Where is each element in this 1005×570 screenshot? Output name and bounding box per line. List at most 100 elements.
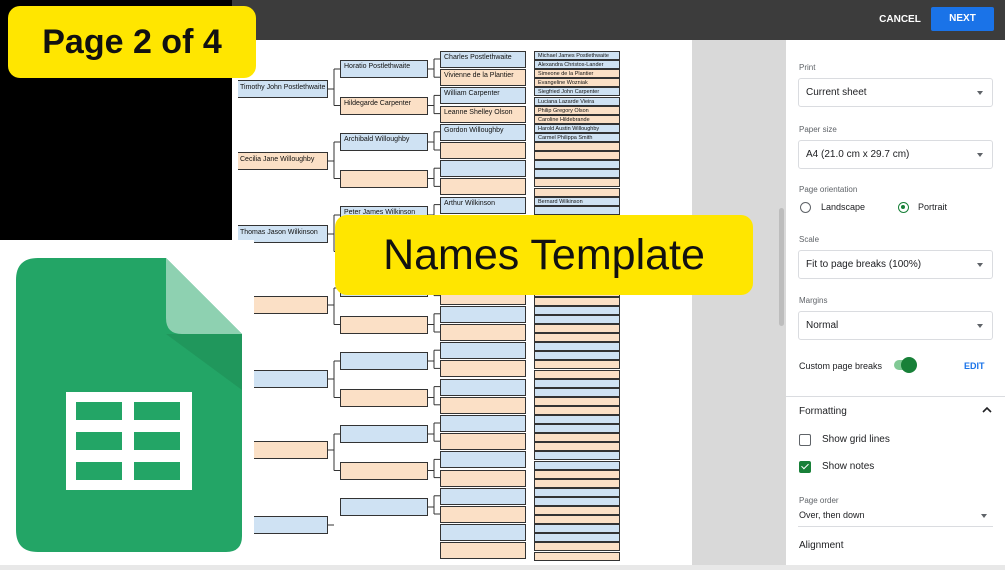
gen4-name-cell: Carmel Philippa Smith [534,132,620,142]
preview-scrollbar[interactable] [779,208,784,326]
gen3-name-cell [440,342,526,360]
gen4-name-cell [534,424,620,434]
gen3-name-cell [440,433,526,451]
paper-size-value: A4 (21.0 cm x 29.7 cm) [806,149,910,160]
gen4-name-cell [534,369,620,379]
alignment-section-header[interactable]: Alignment [799,540,844,551]
page-count-badge: Page 2 of 4 [8,6,256,78]
landscape-label[interactable]: Landscape [821,202,866,212]
gen4-name-cell: Michael James Postlethwaite [534,51,620,60]
show-grid-lines-checkbox[interactable] [799,434,811,446]
gen1-name-cell: Timothy John Postlethwaite [238,80,328,98]
dropdown-caret-icon [977,91,983,95]
gen4-name-cell [534,442,620,452]
print-label: Print [799,63,816,72]
gen4-name-cell [534,506,620,515]
gen3-name-cell [440,396,526,414]
paper-size-select[interactable]: A4 (21.0 cm x 29.7 cm) [798,140,993,169]
scale-value: Fit to page breaks (100%) [806,259,922,270]
gen3-name-cell [440,524,526,542]
gen4-name-cell [534,551,620,561]
gen1-name-cell [238,370,328,388]
gen2-name-cell [340,169,428,188]
gen4-name-cell [534,296,620,306]
toggle-icon[interactable] [901,357,917,373]
chevron-up-icon[interactable] [981,405,993,415]
paper-size-label: Paper size [799,125,837,134]
gen1-name-cell [238,441,328,459]
gen4-name-cell [534,478,620,488]
gen2-name-cell: Hildegarde Carpenter [340,96,428,115]
dropdown-caret-icon[interactable] [981,514,987,518]
cancel-button[interactable]: CANCEL [879,14,921,25]
select-underline [798,526,993,527]
gen2-name-cell: Archibald Willoughby [340,133,428,151]
gen1-name-cell: Cecilia Jane Willoughby [238,152,328,170]
gen4-name-cell [534,151,620,161]
gen4-name-cell [534,515,620,525]
landscape-radio[interactable] [800,202,811,213]
margins-select[interactable]: Normal [798,311,993,340]
show-grid-lines-label[interactable]: Show grid lines [822,434,890,445]
next-button[interactable]: NEXT [931,7,994,31]
gen4-name-cell [534,533,620,543]
gen4-name-cell [534,342,620,352]
gen4-name-cell: Bernard Wilkinson [534,196,620,206]
scale-label: Scale [799,235,820,244]
dropdown-caret-icon [977,263,983,267]
gen3-name-cell [440,487,526,505]
custom-page-breaks-label: Custom page breaks [799,361,883,371]
scale-select[interactable]: Fit to page breaks (100%) [798,250,993,279]
show-notes-label[interactable]: Show notes [822,461,875,472]
template-title-badge: Names Template [335,215,753,295]
google-sheets-logo [16,258,242,552]
gen4-name-cell: Harold Austin Willoughby [534,123,620,133]
gen3-name-cell [440,324,526,341]
gen4-name-cell: Alexandra Christos-Lander [534,60,620,70]
gen3-name-cell: Gordon Willoughby [440,123,526,141]
gen4-name-cell [534,178,620,188]
section-divider [786,396,1005,397]
gen4-name-cell [534,415,620,424]
dropdown-caret-icon [977,153,983,157]
print-select-value: Current sheet [806,87,867,98]
print-settings-panel: Print Current sheet Paper size A4 (21.0 … [786,40,1005,565]
gen4-name-cell [534,496,620,506]
gen2-name-cell [340,315,428,334]
gen4-name-cell [534,142,620,151]
print-select[interactable]: Current sheet [798,78,993,107]
gen3-name-cell: Charles Postlethwaite [440,51,526,68]
gen4-name-cell [534,451,620,461]
gen2-name-cell [340,352,428,370]
gen1-name-cell [238,296,328,314]
gen4-name-cell [534,160,620,170]
gen2-name-cell: Horatio Postlethwaite [340,60,428,78]
show-notes-checkbox[interactable] [799,461,811,473]
gen4-name-cell: Simeone de la Plantier [534,69,620,79]
gen4-name-cell [534,378,620,388]
gen3-name-cell [440,451,526,469]
gen3-name-cell [440,542,526,560]
gen4-name-cell: Caroline Hildebrande [534,114,620,124]
gen4-name-cell [534,305,620,315]
gen4-name-cell [534,469,620,479]
gen4-name-cell [534,187,620,197]
gen3-name-cell: William Carpenter [440,87,526,105]
gen3-name-cell [440,506,526,523]
gen3-name-cell [440,378,526,396]
gen3-name-cell [440,178,526,196]
portrait-label[interactable]: Portrait [918,202,948,212]
formatting-section-header[interactable]: Formatting [799,406,847,417]
page-order-select[interactable]: Over, then down [799,510,865,520]
gen4-name-cell [534,205,620,215]
dropdown-caret-icon [977,324,983,328]
gen2-name-cell [340,498,428,516]
gen4-name-cell [534,314,620,324]
gen1-name-cell: Thomas Jason Wilkinson [238,225,328,243]
gen3-name-cell [440,142,526,159]
gen3-name-cell: Arthur Wilkinson [440,196,526,214]
logo-panel [0,240,254,565]
gen4-name-cell [534,433,620,443]
portrait-radio[interactable] [898,202,909,213]
edit-page-breaks-link[interactable]: EDIT [964,361,985,371]
